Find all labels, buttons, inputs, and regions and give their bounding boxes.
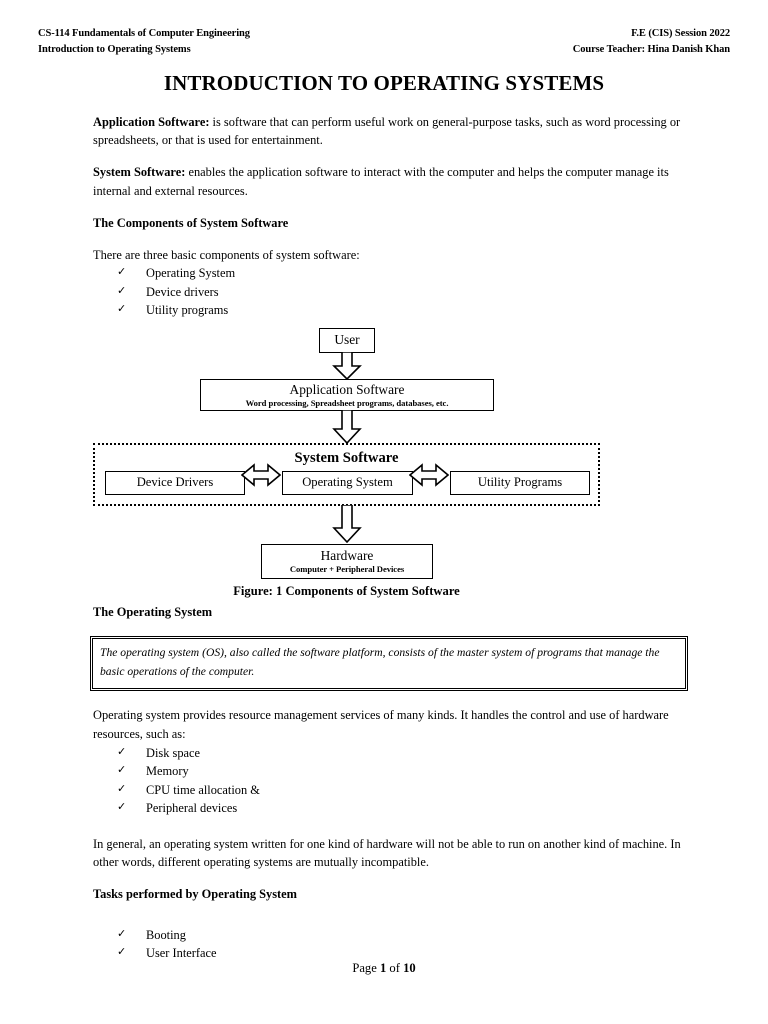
diagram-box-user-label: User [334,332,360,348]
list-item-label: User Interface [146,946,217,961]
list-item-label: Operating System [146,266,236,281]
list-item-label: Peripheral devices [146,801,238,816]
footer-middle: of [386,961,404,975]
figure-components-of-system-software: User Application Software Word processin… [93,326,689,598]
paragraph-incompatibility: In general, an operating system written … [93,836,681,870]
list-item: ✓ Utility programs [117,301,682,319]
heading-components-of-system-software: The Components of System Software [93,215,289,230]
list-item: ✓ Peripheral devices [117,799,682,817]
diagram-box-application-software: Application Software Word processing, Sp… [200,378,494,411]
paragraph-system-software: System Software: enables the application… [93,163,682,201]
paragraph-application-software: Application Software: is software that c… [93,113,682,151]
page-title: INTRODUCTION TO OPERATING SYSTEMS [163,70,605,95]
list-item: ✓ Memory [117,762,682,780]
header-session: F.E (CIS) Session 2022 [631,28,730,39]
arrow-down-user-to-application-icon [332,351,362,380]
list-os-tasks: ✓ Booting ✓ User Interface [93,926,682,963]
diagram-system-software-title: System Software [294,449,399,466]
checkmark-icon: ✓ [117,745,127,758]
checkmark-icon: ✓ [117,801,127,814]
list-hardware-resources: ✓ Disk space ✓ Memory ✓ CPU time allocation… [93,744,682,818]
diagram-box-user: User [319,327,375,353]
list-system-software-components: ✓ Operating System ✓ Device drivers ✓ Utili… [93,264,682,319]
header-course-code: CS-114 Fundamentals of Computer Engineer… [38,28,250,39]
definition-application-software: is software that can perform useful work… [93,114,681,148]
checkmark-icon: ✓ [117,284,127,297]
header-teacher: Course Teacher: Hina Danish Khan [572,44,730,56]
document-body: Application Software: is software that c… [86,96,688,963]
diagram-container-system-software: System Software Device Drivers Operating… [93,442,600,506]
list-item-label: Device drivers [146,284,219,299]
page-footer: Page 1 of 10 [0,961,768,976]
diagram-box-hardware-title: Hardware [320,548,374,564]
header-row-2: Introduction to Operating Systems Course… [38,42,730,58]
list-item-label: Utility programs [146,303,229,318]
document-header: CS-114 Fundamentals of Computer Engineer… [38,26,730,59]
callout-text: The operating system (OS), also called t… [100,646,660,679]
checkmark-icon: ✓ [117,946,127,959]
term-system-software: System Software: [93,165,186,180]
checkmark-icon: ✓ [117,266,127,279]
diagram-box-device-drivers-label: Device Drivers [136,475,214,490]
checkmark-icon: ✓ [117,303,127,316]
list-item: ✓ CPU time allocation & [117,781,682,799]
diagram-box-utility-programs: Utility Programs [450,470,590,495]
figure-caption: Figure: 1 Components of System Software [233,583,460,598]
list-item-label: Disk space [146,745,201,760]
diagram-box-operating-system: Operating System [282,470,413,495]
checkmark-icon: ✓ [117,782,127,795]
heading-tasks-performed-by-operating-system: Tasks performed by Operating System [93,887,297,902]
footer-prefix: Page [352,961,380,975]
header-row-1: CS-114 Fundamentals of Computer Engineer… [38,26,730,42]
list-item: ✓ User Interface [117,944,682,962]
term-application-software: Application Software: [93,114,210,129]
diagram-box-application-software-title: Application Software [289,381,405,397]
list-item-label: Booting [146,927,186,942]
checkmark-icon: ✓ [117,927,127,940]
diagram-box-hardware: Hardware Computer + Peripheral Devices [261,543,433,579]
diagram-box-device-drivers: Device Drivers [105,470,245,495]
list-item-label: CPU time allocation & [146,782,260,797]
paragraph-resource-management: Operating system provides resource manag… [93,707,669,741]
diagram-box-application-software-subtitle: Word processing, Spreadsheet programs, d… [245,397,449,408]
diagram-box-utility-programs-label: Utility Programs [477,475,563,490]
callout-operating-system-definition: The operating system (OS), also called t… [90,636,688,691]
arrow-double-device-drivers-operating-system-icon [241,463,281,487]
diagram-box-operating-system-label: Operating System [302,475,393,490]
definition-system-software: enables the application software to inte… [93,165,669,199]
heading-the-operating-system: The Operating System [93,604,213,619]
list-item: ✓ Booting [117,926,682,944]
list-item: ✓ Operating System [117,264,682,282]
footer-total-pages: 10 [403,961,416,975]
footer-page-number: 1 [379,961,387,975]
diagram-box-hardware-subtitle: Computer + Peripheral Devices [289,564,405,575]
paragraph-components-intro: There are three basic components of syst… [93,247,360,262]
arrow-double-operating-system-utility-programs-icon [409,463,449,487]
list-item-label: Memory [146,764,189,779]
arrow-down-application-to-system-icon [332,409,362,444]
list-item: ✓ Disk space [117,744,682,762]
checkmark-icon: ✓ [117,764,127,777]
list-item: ✓ Device drivers [117,283,682,301]
arrow-down-system-to-hardware-icon [332,504,362,543]
header-topic: Introduction to Operating Systems [38,44,191,56]
